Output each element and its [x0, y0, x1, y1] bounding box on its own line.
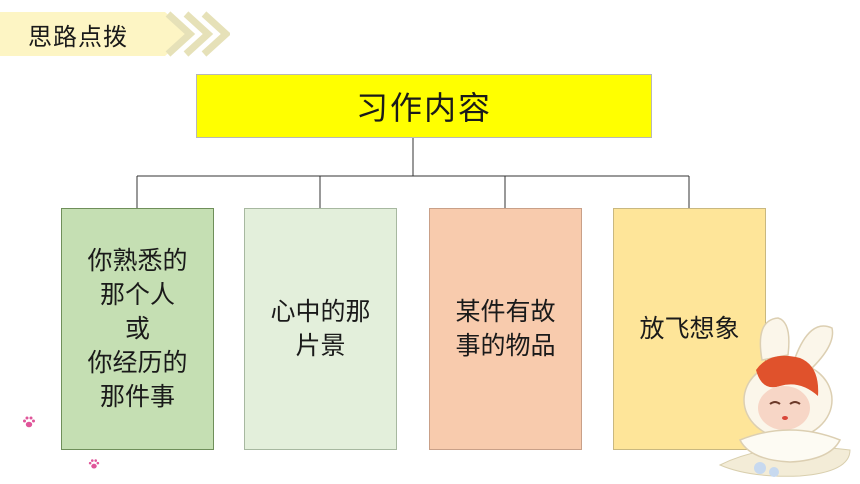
label-banner-shape [0, 11, 230, 57]
node-line: 某件有故 [455, 297, 556, 326]
section-label-banner: 思路点拨 [0, 8, 230, 60]
diagram-root-node: 习作内容 [196, 74, 652, 138]
node-line: 片景 [295, 331, 346, 360]
node-line: 你经历的 [87, 348, 188, 377]
node-line: 放飞想象 [639, 314, 740, 343]
node-line: 心中的那 [270, 297, 371, 326]
diagram-node-imagination: 放飞想象 [613, 208, 766, 450]
node-line: 那个人 [99, 280, 175, 309]
node-line: 你熟悉的 [87, 246, 188, 275]
diagram-node-story-object: 某件有故 事的物品 [429, 208, 582, 450]
paw-print-icon [88, 458, 100, 473]
diagram-node-person-or-event: 你熟悉的 那个人 或 你经历的 那件事 [61, 208, 214, 450]
node-line: 事的物品 [455, 331, 556, 360]
section-label: 思路点拨 [28, 23, 128, 51]
paw-print-icon [22, 415, 36, 432]
cartoon-character-illustration [718, 317, 851, 477]
node-line: 或 [124, 314, 150, 343]
node-line: 那件事 [99, 382, 175, 411]
diagram-node-scenery: 心中的那 片景 [244, 208, 397, 450]
triple-chevron-right-icon [165, 11, 230, 57]
